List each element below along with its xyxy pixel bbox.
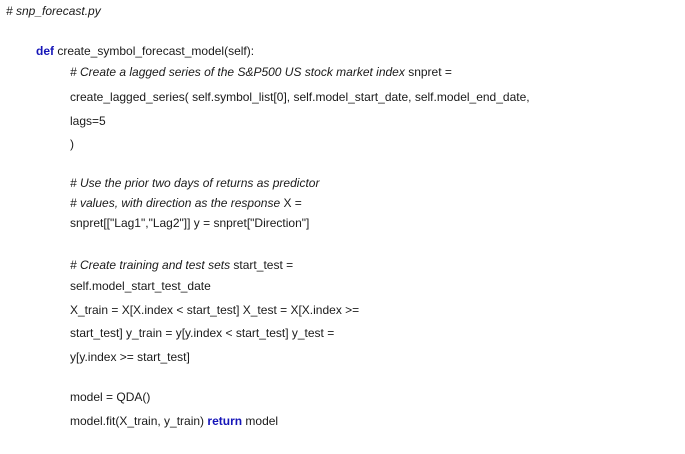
code-line-y-train: start_test] y_train = y[y.index < start_…: [70, 326, 335, 340]
code-line-snpret-lags: snpret[["Lag1","Lag2"]] y = snpret["Dire…: [70, 216, 310, 230]
function-signature: create_symbol_forecast_model(self):: [54, 44, 255, 58]
model-fit-call: model.fit(X_train, y_train): [70, 414, 205, 428]
comment-prior-returns: # Use the prior two days of returns as p…: [70, 176, 320, 190]
function-definition-line: def create_symbol_forecast_model(self):: [36, 43, 254, 59]
code-line-y-test: y[y.index >= start_test]: [70, 350, 190, 364]
x-assignment: X =: [280, 196, 302, 210]
start-test-assignment: start_test =: [230, 258, 294, 272]
code-line-snpret: # Create a lagged series of the S&P500 U…: [70, 64, 452, 80]
def-keyword: def: [36, 44, 54, 58]
code-line-start-test: # Create training and test sets start_te…: [70, 257, 293, 273]
comment-training-test-sets: # Create training and test sets: [70, 258, 231, 272]
code-line-model-qda: model = QDA(): [70, 390, 151, 404]
code-line-close-paren: ): [70, 137, 74, 151]
snpret-assignment: snpret =: [404, 65, 452, 79]
return-keyword: return: [207, 414, 243, 428]
code-line-create-lagged-series: create_lagged_series( self.symbol_list[0…: [70, 90, 530, 104]
code-line-model-start-test-date: self.model_start_test_date: [70, 279, 211, 293]
code-line-model-fit: model.fit(X_train, y_train) return model: [70, 413, 278, 429]
comment-direction-response: # values, with direction as the response: [70, 196, 281, 210]
file-name-comment: # snp_forecast.py: [6, 4, 101, 18]
return-value: model: [242, 414, 279, 428]
code-line-x-assignment: # values, with direction as the response…: [70, 195, 302, 211]
comment-lagged-series: # Create a lagged series of the S&P500 U…: [70, 65, 405, 79]
code-line-x-train: X_train = X[X.index < start_test] X_test…: [70, 303, 360, 317]
code-line-lags: lags=5: [70, 114, 106, 128]
